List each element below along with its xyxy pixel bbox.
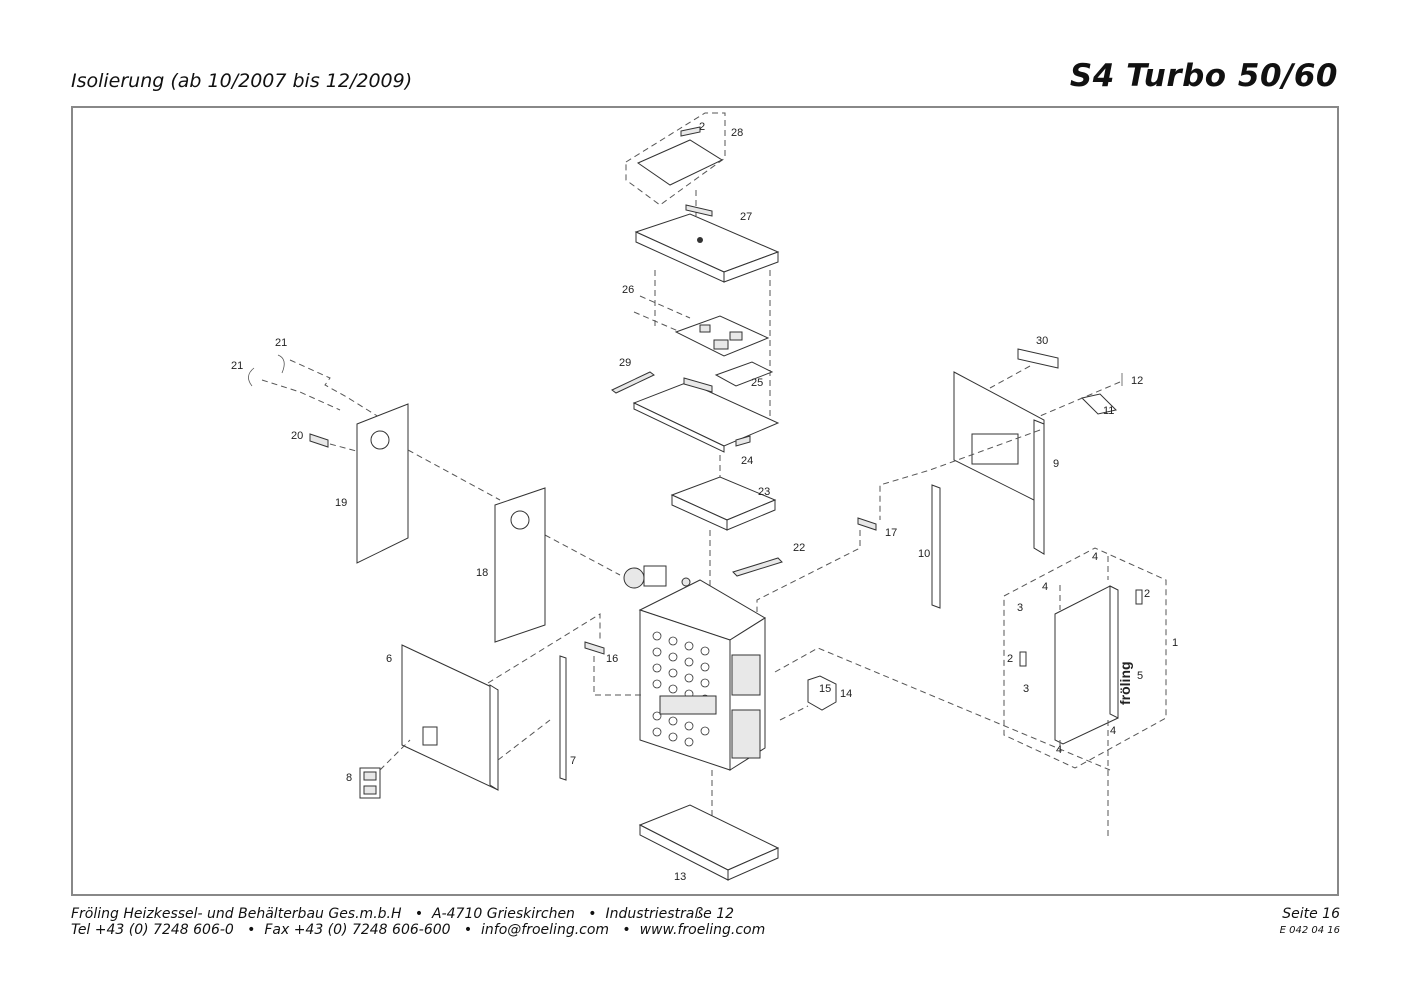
part-9-side-panel [953,371,1045,555]
diagram-frame [71,106,1339,896]
label-22: 22 [793,542,805,554]
label-3a: 3 [1017,602,1023,614]
part-15-box [807,675,837,711]
part-8-handle [359,767,381,799]
part-21-brackets [248,354,285,387]
label-29: 29 [619,357,631,369]
part-18-side-panel [494,487,546,643]
footer-page-number: Seite 16 [1282,906,1340,922]
label-20: 20 [291,430,303,442]
label-18: 18 [476,567,488,579]
label-13: 13 [674,871,686,883]
page-subtitle: Isolierung (ab 10/2007 bis 12/2009) [71,70,413,92]
part-26-control-board [633,295,770,357]
label-1: 1 [1172,637,1178,649]
label-6: 6 [386,653,392,665]
label-7: 7 [570,755,576,767]
label-5: 5 [1137,670,1143,682]
label-30: 30 [1036,335,1048,347]
part-13-base-block [638,804,780,881]
label-15: 15 [819,683,831,695]
part-labels: 2 28 27 26 29 25 24 23 22 21 21 20 19 18… [231,121,1178,883]
label-2b: 2 [1144,588,1150,600]
part-2-latch-top [1135,589,1143,605]
label-21a: 21 [275,337,287,349]
label-27: 27 [740,211,752,223]
part-25-plate [714,361,774,387]
label-4a: 4 [1092,551,1098,563]
door-logo: fröling [1117,661,1133,705]
label-17: 17 [885,527,897,539]
part-20-clip [309,433,329,448]
label-2a: 2 [699,121,705,133]
label-4c: 4 [1110,725,1116,737]
part-6-front-panel [401,644,499,791]
part-10-strip [931,484,941,609]
part-30-bracket [1017,348,1059,369]
label-12: 12 [1131,375,1143,387]
part-28-lid-group [625,112,726,206]
label-26: 26 [622,284,634,296]
label-16: 16 [606,653,618,665]
part-22-rail [732,557,783,577]
part-7-strip [559,655,567,781]
label-24: 24 [741,455,753,467]
label-10: 10 [918,548,930,560]
footer-company-line: Fröling Heizkessel- und Behälterbau Ges.… [71,906,735,922]
model-title: S4 Turbo 50/60 [1069,58,1338,94]
part-29-rail [611,371,655,394]
label-4b: 4 [1042,581,1048,593]
label-23: 23 [758,486,770,498]
label-9: 9 [1053,458,1059,470]
part-1-front-door: fröling [1003,547,1167,769]
part-24-tray [632,377,780,453]
label-2c: 2 [1007,653,1013,665]
label-21b: 21 [231,360,243,372]
label-11: 11 [1103,405,1114,417]
part-11-connector [1081,393,1117,415]
part-27-top-panel [634,204,780,283]
footer-doc-number: E 042 04 16 [1279,925,1340,936]
label-3b: 3 [1023,683,1029,695]
label-8: 8 [346,772,352,784]
label-4d: 4 [1056,744,1062,756]
part-16-clip [584,641,605,655]
part-2-latch [1019,651,1027,667]
label-14: 14 [840,688,852,700]
part-17-clip [857,517,877,531]
label-19: 19 [335,497,347,509]
footer-contact-line: Tel +43 (0) 7248 606-0 • Fax +43 (0) 724… [71,922,766,938]
label-25: 25 [751,377,763,389]
part-23-insulation-block [670,476,777,531]
part-19-side-panel [356,403,409,564]
boiler-body [623,565,766,771]
label-28: 28 [731,127,743,139]
